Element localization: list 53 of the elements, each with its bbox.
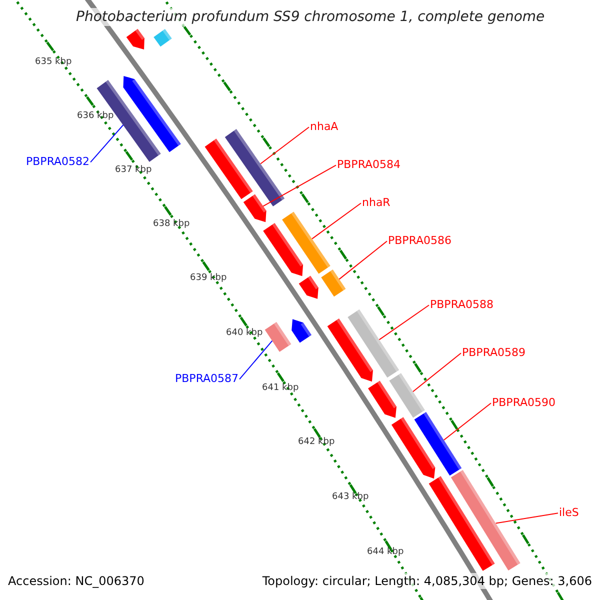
genome-summary: Topology: circular; Length: 4,085,304 bp; Genes: 3,606 — [262, 573, 592, 589]
gene-block — [327, 318, 373, 382]
gene-block — [204, 138, 253, 200]
accession-text: Accession: NC_006370 — [8, 573, 144, 589]
leader-line — [378, 304, 430, 340]
gene-label: PBPRA0586 — [388, 234, 452, 247]
leader-line — [239, 340, 273, 380]
gene-block — [154, 28, 172, 47]
leader-line — [338, 240, 388, 280]
position-label: 643 kbp — [332, 492, 369, 503]
gene-block — [126, 28, 144, 50]
gene-block — [224, 129, 285, 206]
gene-block — [348, 309, 400, 378]
gene-label: nhaA — [310, 120, 338, 133]
gene-block — [428, 476, 495, 571]
leader-line — [260, 126, 310, 164]
leader-line — [412, 352, 462, 392]
gene-label: PBPRA0587 — [175, 372, 239, 385]
gene-block — [243, 194, 266, 222]
gene-label: nhaR — [362, 196, 390, 209]
position-label: 639 kbp — [190, 273, 227, 284]
gene-block — [368, 380, 396, 418]
gene-block — [450, 470, 520, 570]
gene-label: PBPRA0589 — [462, 346, 526, 359]
gene-block — [298, 276, 318, 299]
position-label: 636 kbp — [77, 111, 114, 122]
gene-label: PBPRA0590 — [492, 396, 556, 409]
position-label: 637 kbp — [115, 165, 152, 176]
position-label: 638 kbp — [153, 219, 190, 230]
leader-line — [90, 124, 124, 163]
position-label: 644 kbp — [367, 547, 404, 558]
position-label: 642 kbp — [298, 437, 335, 448]
gene-block — [96, 80, 161, 162]
gene-block — [391, 417, 436, 479]
gene-label: PBPRA0584 — [337, 158, 401, 171]
gene-label: PBPRA0582 — [26, 155, 90, 168]
leader-line — [262, 164, 336, 207]
gene-block — [292, 319, 312, 343]
leader-line — [443, 402, 492, 441]
gene-label: ileS — [559, 506, 579, 519]
gene-block — [123, 76, 181, 152]
leader-line — [312, 202, 362, 240]
position-label: 641 kbp — [262, 383, 299, 394]
gene-label: PBPRA0588 — [430, 298, 494, 311]
gene-block — [389, 373, 425, 418]
leader-line — [495, 512, 558, 524]
position-label: 635 kbp — [35, 57, 72, 68]
position-label: 640 kbp — [226, 328, 263, 339]
gene-block — [282, 212, 330, 274]
gene-block — [321, 270, 346, 297]
gene-block — [264, 322, 292, 352]
gene-block — [263, 222, 304, 276]
gene-block — [414, 412, 462, 476]
